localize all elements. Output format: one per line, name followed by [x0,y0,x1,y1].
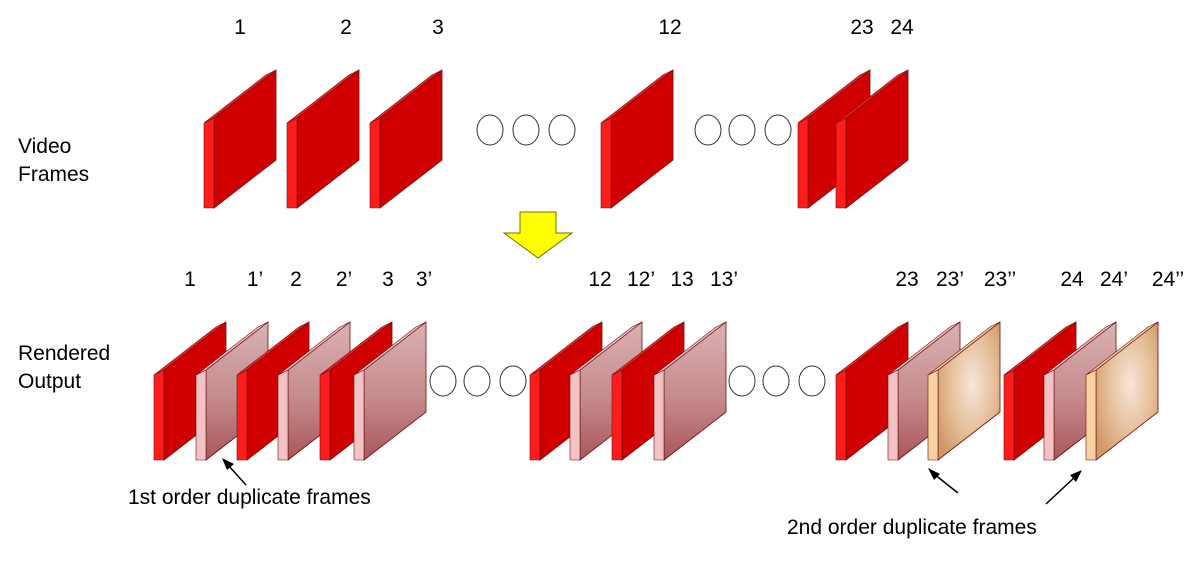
first-order-pointer-head [222,458,234,470]
rendered-frames-row [153,321,1159,461]
rendered-frame-15 [1043,321,1117,461]
frame-side-edge [195,369,207,461]
rendered-frame-4 [277,321,351,461]
frame-side-edge [1085,369,1097,461]
frame-side-edge [653,369,665,461]
frame-face [296,69,360,209]
rendered-frame-label: 12’ [627,268,655,291]
rendered-frame-label: 24’’ [1152,268,1184,291]
frame-face [379,69,443,209]
rendered-frame-label: 23 [895,268,918,291]
gap-ellipse [694,114,722,146]
frame-side-edge [529,369,541,461]
gap-ellipse [429,365,457,397]
rendered-frame-label: 3’ [416,268,432,291]
gap-ellipse [463,365,491,397]
video-frame-24 [835,69,909,209]
frame-side-edge [797,117,809,209]
gap-ellipse [798,365,826,397]
video-frame-12 [600,69,674,209]
video-frame-1 [203,69,277,209]
gap-ellipse [548,114,576,146]
rendered-frame-label: 2’ [336,268,352,291]
frame-side-edge [600,117,612,209]
rendered-frame-label: 13 [670,268,693,291]
rendered-frame-label: 2 [290,268,302,291]
second-order-pointer-head-left [928,468,940,480]
frame-side-edge [887,369,899,461]
rendered-frame-1 [153,321,227,461]
rendered-frame-6 [353,321,427,461]
first-order-caption: 1st order duplicate frames [128,486,371,509]
gap-ellipse [512,114,540,146]
first-order-pointer-line [227,464,247,486]
frame-side-edge [611,369,623,461]
video-frame-label: 1 [234,16,246,39]
video-frame-2 [286,69,360,209]
rendered-frame-label: 23’ [936,268,964,291]
video-frame-label: 2 [340,16,352,39]
rendered-frame-label: 1’ [247,268,263,291]
video-frame-label: 3 [432,16,444,39]
row-label-rendered-line1: Rendered [18,342,110,365]
frame-side-edge [835,369,847,461]
frame-side-edge [835,117,847,209]
frame-face [610,69,674,209]
rendered-frame-8 [569,321,643,461]
gap-ellipse [728,365,756,397]
video-frames-row [203,69,909,209]
gap-ellipse [764,114,792,146]
frame-side-edge [927,369,939,461]
frame-side-edge [277,369,289,461]
gap-ellipse [728,114,756,146]
video-frame-label: 12 [658,16,681,39]
frame-side-edge [153,369,165,461]
rendered-frame-13 [927,321,1001,461]
rendered-frame-16 [1085,321,1159,461]
gap-ellipse [499,365,527,397]
frame-face [213,69,277,209]
frame-side-edge [286,117,298,209]
frame-side-edge [236,369,248,461]
gap-ellipse [762,365,790,397]
video-frame-label: 23 [850,16,873,39]
frame-side-edge [203,117,215,209]
row-label-rendered-line2: Output [18,370,81,393]
gap-ellipses [429,114,826,397]
video-frame-label: 24 [890,16,914,39]
second-order-pointer-line-right [1045,475,1077,505]
down-arrow [502,211,574,259]
frame-side-edge [369,117,381,209]
frame-side-edge [569,369,581,461]
rendered-frame-label: 13’ [710,268,738,291]
frame-side-edge [1003,369,1015,461]
rendered-frame-11 [835,321,909,461]
rendered-frame-label: 3 [382,268,394,291]
frame-side-edge [353,369,365,461]
frame-side-edge [1043,369,1055,461]
annotation-arrows [222,458,1082,505]
rendered-frame-label: 24 [1060,268,1084,291]
rendered-frame-label: 23’’ [984,268,1016,291]
second-order-pointer-head-right [1070,470,1082,482]
rendered-frame-label: 12 [588,268,611,291]
rendered-frame-10 [653,321,727,461]
gap-ellipse [476,114,504,146]
row-label-video-line2: Frames [18,163,89,186]
row-label-video-line1: Video [18,135,71,158]
rendered-frame-label: 1 [184,268,196,291]
frame-side-edge [319,369,331,461]
second-order-caption: 2nd order duplicate frames [787,516,1037,539]
rendered-frame-label: 24’ [1100,268,1128,291]
second-order-pointer-line-left [933,473,959,494]
video-frame-3 [369,69,443,209]
